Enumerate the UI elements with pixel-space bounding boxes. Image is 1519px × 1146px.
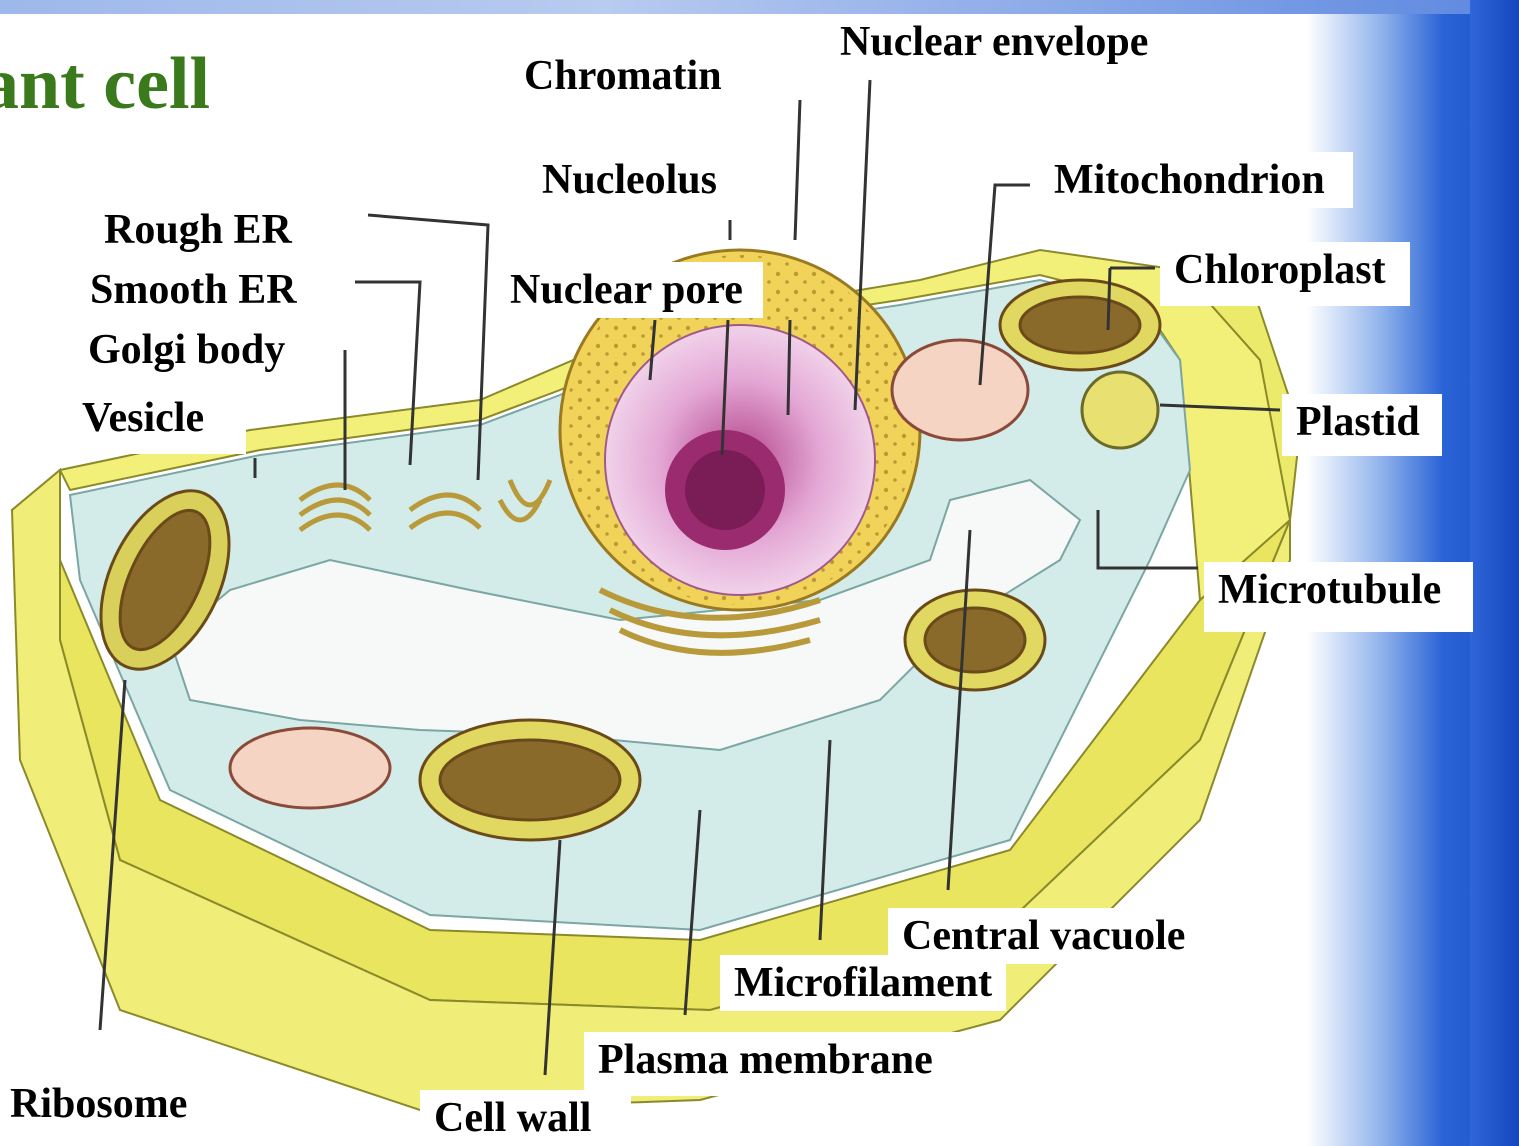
label-rough-er: Rough ER (90, 202, 306, 258)
label-vesicle: Vesicle (68, 390, 246, 454)
label-plasma-membrane: Plasma membrane (584, 1032, 1043, 1096)
label-chromatin: Chromatin (510, 48, 736, 104)
label-mitochondrion: Mitochondrion (1040, 152, 1353, 208)
label-nuclear-envelope: Nuclear envelope (826, 14, 1184, 70)
label-ribosome: Ribosome (0, 1076, 209, 1138)
label-golgi-body: Golgi body (74, 322, 299, 378)
label-plastid: Plastid (1282, 394, 1442, 456)
plastid-shape (1082, 372, 1158, 448)
slide-title: ant cell (0, 42, 210, 127)
label-smooth-er: Smooth ER (76, 262, 311, 318)
label-chloroplast: Chloroplast (1160, 242, 1410, 306)
label-nuclear-pore: Nuclear pore (496, 262, 763, 318)
label-cell-wall: Cell wall (420, 1090, 631, 1146)
label-nucleolus: Nucleolus (528, 152, 741, 208)
label-microtubule: Microtubule (1204, 562, 1473, 632)
label-microfilament: Microfilament (720, 955, 1006, 1011)
